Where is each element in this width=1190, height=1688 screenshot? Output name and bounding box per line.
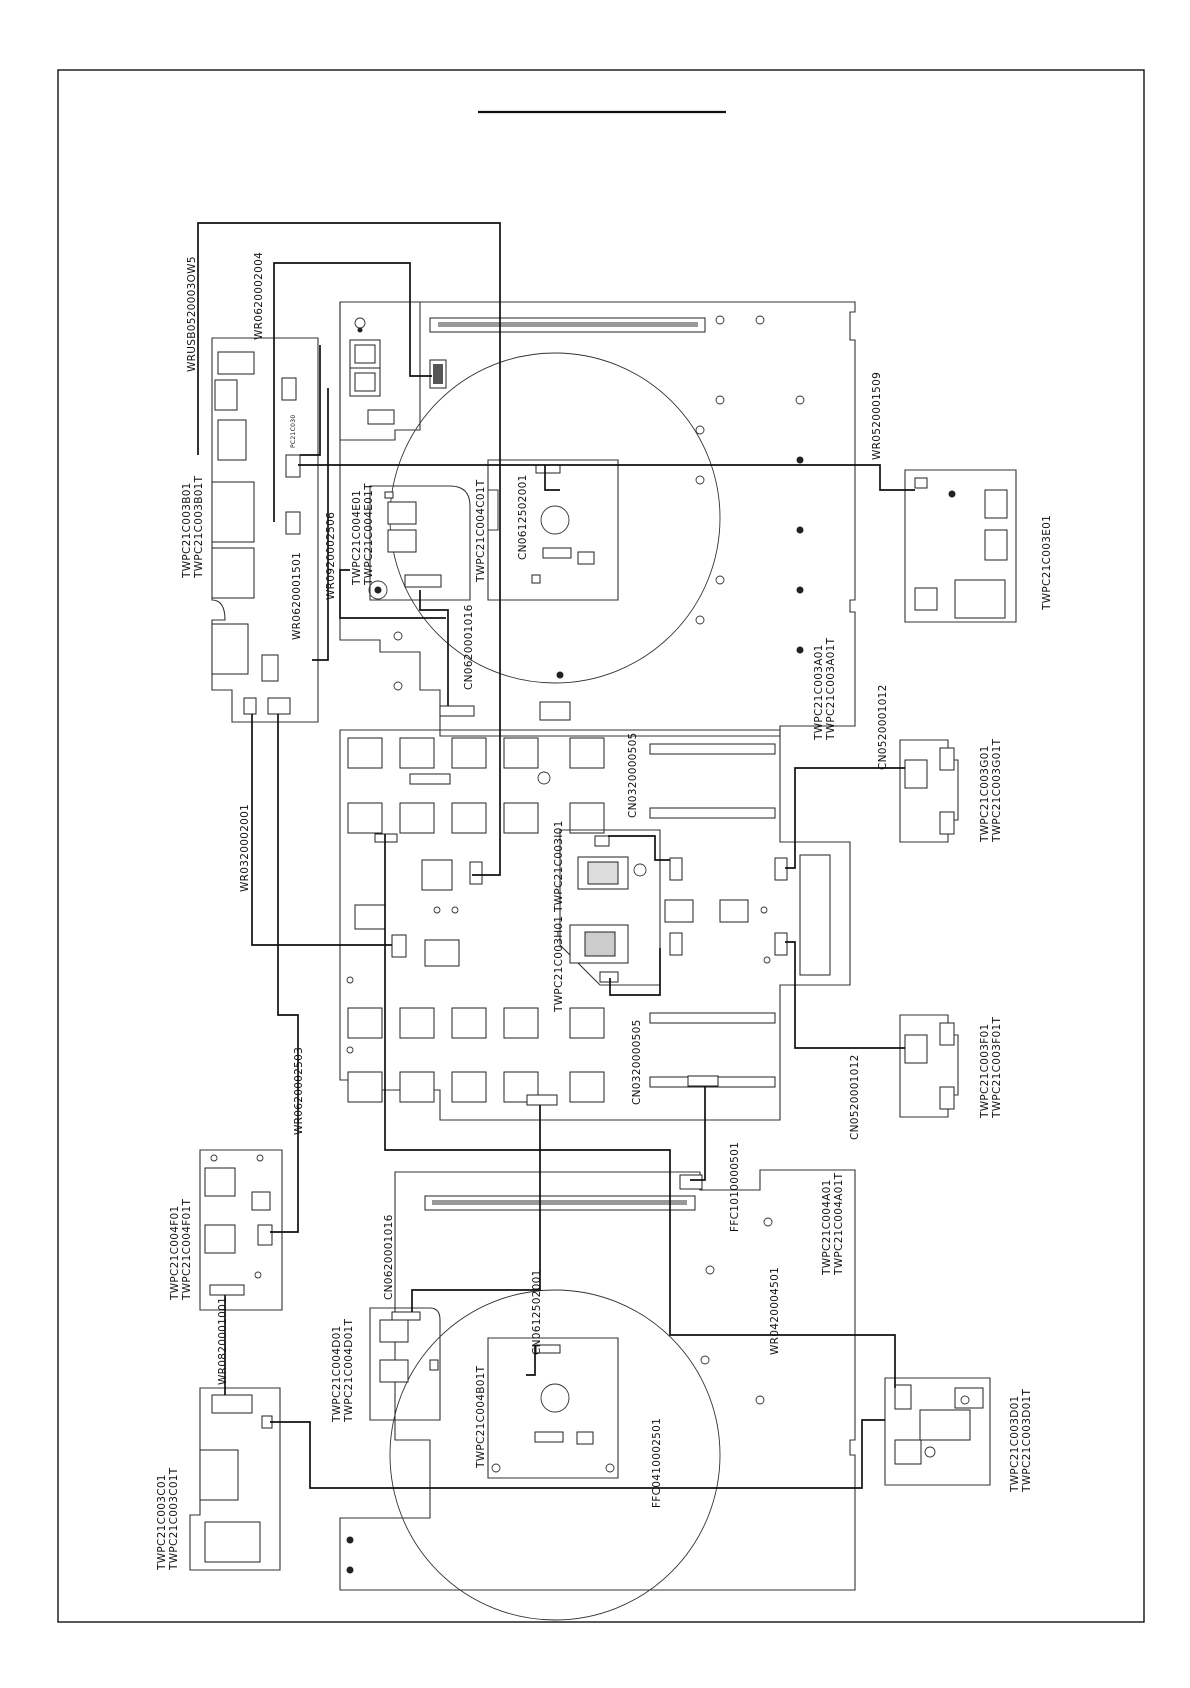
label-cn0620001016-bottom: CN0620001016 — [383, 1214, 395, 1300]
wire-cn0612502001-bottom — [526, 1345, 536, 1376]
main-board-top — [339, 301, 856, 737]
label-c004f01: TWPC21C004F01 — [169, 1206, 181, 1302]
io-board-e01 — [904, 469, 1017, 623]
label-c004f01t: TWPC21C004F01T — [181, 1199, 193, 1301]
label-cn0612502001-top: CN0612502001 — [517, 474, 529, 560]
label-wr0620002004: WR0620002004 — [253, 252, 265, 340]
label-wr0920002506: WR0920002506 — [325, 512, 337, 600]
turntable-circle-top — [389, 352, 721, 684]
label-wr0820001001: WR0820001001 — [217, 1297, 229, 1385]
io-board-d01 — [884, 1377, 991, 1486]
label-cn0520001012-bottom: CN0520001012 — [849, 1054, 861, 1140]
label-g01: TWPC21C003G01 — [979, 745, 991, 843]
wire-wr0920002506 — [312, 388, 329, 661]
label-a01t: TWPC21C003A01T — [825, 637, 837, 741]
label-cn0320000505-top: CN0320000505 — [627, 732, 639, 818]
wire-cn0520001012-bottom — [785, 941, 905, 1049]
label-c004b01t: TWPC21C004B01T — [475, 1365, 487, 1469]
label-cn0612502001-bottom: CN0612502001 — [531, 1269, 543, 1355]
motor-board-top — [487, 459, 619, 601]
label-ffc0410002501: FFC0410002501 — [651, 1418, 663, 1508]
label-usb-cable: WRUSB0520003OW5 — [186, 256, 198, 372]
wire-wr0620002503 — [270, 714, 299, 1233]
io-board-g01 — [899, 739, 959, 843]
label-chip-marking: PC21C030 — [290, 415, 297, 448]
main-board-bottom — [339, 1169, 856, 1621]
wire-cn0620001016-top — [419, 590, 449, 706]
board-c004f01 — [199, 1149, 283, 1311]
diagram-labels: WRUSB0520003OW5 WR0620002004 PC21C030 TW… — [156, 252, 1053, 1571]
label-wr0620002503: WR0620002503 — [293, 1047, 305, 1135]
label-e01: TWPC21C003E01 — [1041, 515, 1053, 611]
label-c01t: TWPC21C003C01T — [168, 1467, 180, 1571]
label-f01t: TWPC21C003F01T — [991, 1017, 1003, 1119]
label-cn0320000505-mid: CN0320000505 — [631, 1019, 643, 1105]
io-board-b01 — [211, 337, 319, 723]
label-c004a01: TWPC21C004A01 — [821, 1179, 833, 1276]
wire-ffc0410002501 — [270, 1419, 885, 1489]
wire-wr0620002004 — [273, 262, 432, 522]
label-ffc1010000501: FFC1010000501 — [729, 1142, 741, 1232]
label-c004c01t: TWPC21C004C01T — [475, 479, 487, 583]
label-c004e01t: TWPC21C004E01T — [363, 483, 375, 586]
label-c004d01: TWPC21C004D01 — [331, 1325, 343, 1423]
wire-wr0420004501 — [384, 834, 896, 1388]
label-i01: TWPC21C003I01 — [553, 820, 565, 913]
label-c004d01t: TWPC21C004D01T — [343, 1318, 355, 1423]
label-wr0420004501: WR0420004501 — [769, 1267, 781, 1355]
drawing-frame — [57, 69, 1145, 1623]
label-wr0320002001: WR0320002001 — [239, 804, 251, 892]
main-board-middle — [339, 701, 851, 1121]
label-a01: TWPC21C003A01 — [813, 644, 825, 741]
label-d01: TWPC21C003D01 — [1009, 1395, 1021, 1493]
wire-wr0620001501 — [300, 345, 321, 456]
label-wr0520001509: WR0520001509 — [871, 372, 883, 460]
wire-wr0320002001 — [251, 714, 392, 946]
small-board-c004e01 — [368, 485, 471, 601]
label-d01t: TWPC21C003D01T — [1021, 1388, 1033, 1493]
label-c01: TWPC21C003C01 — [156, 1474, 168, 1571]
label-h01: TWPC21C003H01 — [553, 916, 565, 1013]
cable-routes — [197, 222, 915, 1489]
io-board-c01 — [189, 1387, 281, 1571]
wire-wr0520001509 — [298, 464, 915, 491]
label-cn0620001016-top: CN0620001016 — [463, 604, 475, 690]
wire-cn0620001016-bottom — [411, 1105, 541, 1312]
label-c004a01t: TWPC21C004A01T — [833, 1172, 845, 1276]
label-c004e01: TWPC21C004E01 — [351, 490, 363, 586]
wire-usb — [197, 222, 501, 876]
label-b01t: TWPC21C003B01T — [193, 475, 205, 579]
label-cn0520001012-top: CN0520001012 — [877, 684, 889, 770]
label-wr0620001501: WR0620001501 — [291, 552, 303, 640]
motor-board-bottom — [487, 1337, 619, 1479]
wire-cn0520001012-top — [785, 767, 905, 869]
label-g01t: TWPC21C003G01T — [991, 738, 1003, 843]
wire-ffc1010000501 — [690, 1086, 706, 1181]
label-b01: TWPC21C003B01 — [181, 482, 193, 579]
io-board-f01 — [899, 1014, 959, 1118]
label-f01: TWPC21C003F01 — [979, 1024, 991, 1120]
small-board-c004d01 — [369, 1307, 441, 1421]
